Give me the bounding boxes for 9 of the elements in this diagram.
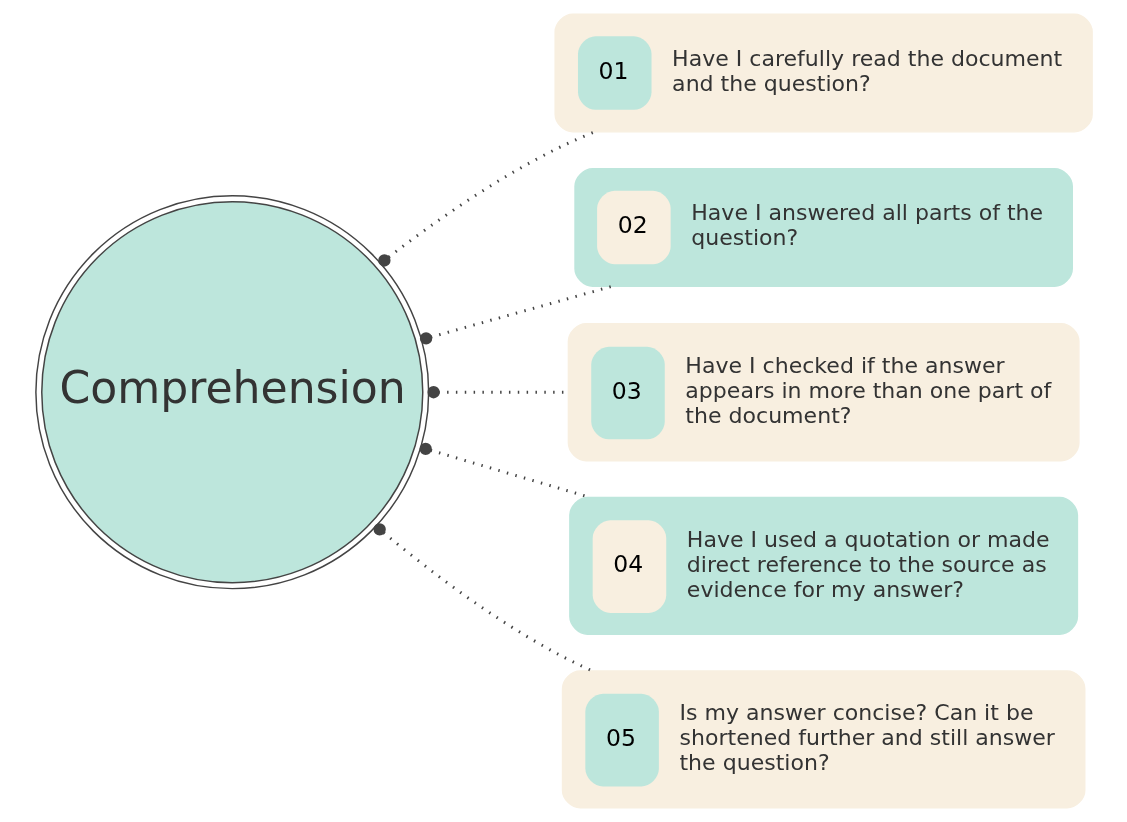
node-box: 01 Have I carefully read the document and the question? (553, 13, 1093, 133)
node-box: 05 Is my answer concise? Can it be shortened further and still answer the question? (561, 670, 1085, 809)
connector (372, 523, 592, 673)
node-box: 04 Have I used a quotation or made direct reference to the source as evidence for my answer? (568, 496, 1078, 635)
node-circle: Comprehension (34, 195, 429, 590)
node-box: 03 Have I checked if the answer appears in more than one part of the document? (567, 323, 1080, 462)
connector (419, 285, 612, 345)
connector (377, 130, 595, 267)
node-box: 02 Have I answered all parts of the question? (573, 167, 1073, 288)
